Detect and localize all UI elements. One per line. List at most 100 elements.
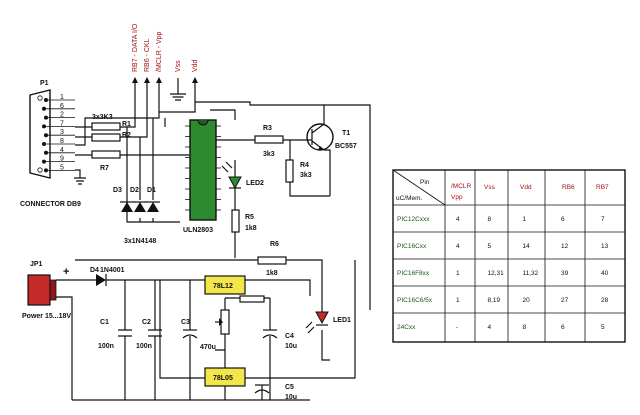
jp1-jumper: [27, 274, 57, 306]
uln-label: ULN2803: [183, 227, 213, 234]
power-label: Power 15...18V: [22, 313, 71, 320]
table-cell-vss: 12,31: [488, 270, 505, 277]
c3-label: C3: [181, 319, 190, 326]
table-cell-mclr: 4: [456, 243, 460, 250]
table-col-rb7: RB7: [596, 184, 609, 191]
table-cell-rb6: 6: [561, 216, 565, 223]
connector-name: CONNECTOR DB9: [20, 201, 81, 208]
r4-value: 3k3: [300, 172, 312, 179]
r6-value: 1k8: [266, 270, 278, 277]
c3-value: 470u: [200, 344, 216, 351]
db9-pin-dot: [42, 159, 46, 164]
db9-pin-number: 5: [60, 164, 64, 171]
resistor-r5: [231, 209, 240, 233]
r7-label: R7: [100, 165, 109, 172]
db9-pin-dot: [44, 168, 48, 173]
uln2803-chip: [189, 119, 217, 221]
table-cell-vss: 8: [488, 216, 492, 223]
resistor-r3: [254, 135, 284, 144]
db9-pin-dot: [44, 133, 48, 138]
capacitor-c5: [254, 384, 270, 394]
r5-value: 1k8: [245, 225, 257, 232]
d4-value: 1N4001: [100, 267, 125, 274]
t1-label: T1: [342, 130, 350, 137]
table-device-name: PIC16F8xx: [397, 270, 430, 277]
uln-pins: [185, 125, 221, 211]
d2-label: D2: [130, 187, 139, 194]
table-cell-rb6: 12: [561, 243, 569, 250]
db9-pin-dot: [42, 106, 46, 111]
ground-icon: [170, 78, 186, 101]
table-device-name: PIC16Cxx: [397, 243, 427, 250]
reg2-label: 78L05: [213, 375, 233, 382]
wire-r6: [75, 259, 323, 312]
table-cell-mclr: 4: [456, 216, 460, 223]
table-device-name: 24Cxx: [397, 324, 416, 331]
table-pin-header: Pin: [420, 179, 430, 186]
diodes-value: 3x1N4148: [124, 238, 156, 245]
db9-pin-dot: [42, 142, 46, 146]
table-cell-vss: 8,19: [488, 297, 501, 304]
transistor-t1: [306, 123, 334, 151]
regulator-78l05: [204, 367, 246, 387]
table-cell-vdd: 20: [523, 297, 531, 304]
table-cell-rb7: 40: [601, 270, 609, 277]
table-device-name: PIC12Cxxx: [397, 216, 430, 223]
db9-pin-number: 8: [60, 138, 64, 145]
table-cell-rb7: 28: [601, 297, 609, 304]
db9-pin-dot: [44, 115, 48, 120]
table-cell-vdd: 11,32: [523, 270, 539, 277]
r4-label: R4: [300, 162, 309, 169]
table-col-vss: Vss: [484, 184, 496, 191]
table-col-mclr-2: Vpp: [451, 194, 463, 201]
wiring-left: [74, 102, 196, 223]
c1-label: C1: [100, 319, 109, 326]
table-col-vdd: Vdd: [520, 184, 532, 191]
c4-label: C4: [285, 333, 294, 340]
r5-label: R5: [245, 214, 254, 221]
c5-value: 10u: [285, 394, 297, 401]
table-cell-vdd: 14: [523, 243, 531, 250]
signal-vdd: Vdd: [192, 59, 199, 72]
table-cell-vdd: 1: [523, 216, 527, 223]
resistor-r2: [91, 133, 121, 142]
resistor-r6: [257, 256, 287, 265]
db9-pin-number: 9: [60, 156, 64, 163]
table-cell-rb7: 13: [601, 243, 609, 250]
resistor-r1: [91, 122, 121, 131]
table-cell-rb6: 39: [561, 270, 569, 277]
db9-pin-number: 7: [60, 120, 64, 127]
db9-pin-dot: [44, 98, 48, 102]
db9-pin-dot: [42, 124, 46, 129]
jp1-label: JP1: [30, 261, 43, 268]
trimmer-potentiometer: [215, 295, 270, 335]
db9-pin-dot: [44, 150, 48, 155]
capacitor-c3: [182, 329, 198, 400]
t1-value: BC557: [335, 143, 357, 150]
resistor-r7: [91, 150, 121, 159]
c5-label: C5: [285, 384, 294, 391]
signal-rb6: RB6 - CKL: [144, 38, 151, 72]
r3-value: 3k3: [263, 151, 275, 158]
led1-label: LED1: [333, 317, 351, 324]
regulator-78l12: [204, 275, 246, 295]
d4-label: D4: [90, 267, 99, 274]
table-device-name: PIC16C6/5x: [397, 297, 433, 304]
plus-sign: +: [63, 266, 69, 278]
table-cell-vss: 5: [488, 243, 492, 250]
r1-label: R1: [122, 121, 131, 128]
resistor-r4: [285, 159, 294, 183]
connector-ref: P1: [40, 80, 49, 87]
table-cell-mclr: 1: [456, 297, 460, 304]
db9-pin-number: 6: [60, 103, 64, 110]
diodes-d1-d3: [120, 201, 160, 212]
table-cell-vss: 4: [488, 324, 492, 331]
led2-icon: [221, 160, 242, 210]
table-col-mclr-1: /MCLR: [451, 183, 472, 190]
c2-label: C2: [142, 319, 151, 326]
table-cell-rb6: 6: [561, 324, 565, 331]
capacitor-c4: [262, 329, 278, 339]
signal-rb7: RB7 - DATA I/O: [132, 23, 139, 72]
led2-label: LED2: [246, 180, 264, 187]
